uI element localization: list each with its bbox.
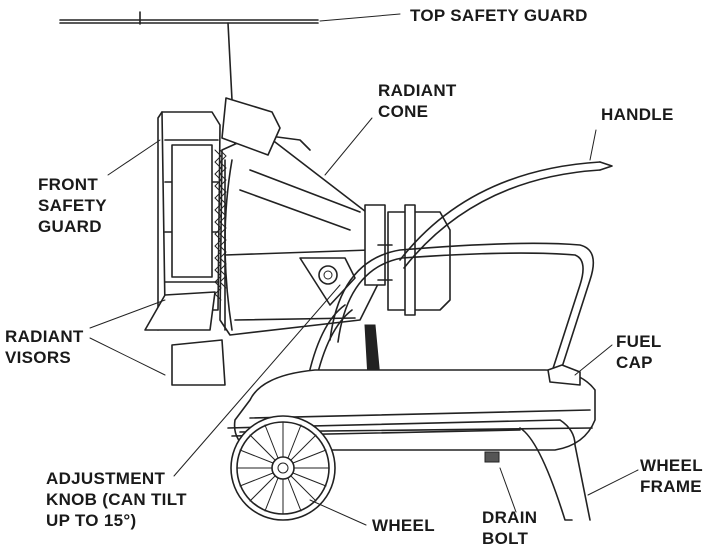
label-adjustment-knob-line3: UP TO 15°) [46,511,137,530]
label-wheel-text: WHEEL [372,516,435,535]
label-top-safety-guard-text: TOP SAFETY GUARD [410,6,588,25]
label-front-safety-guard-line3: GUARD [38,217,102,236]
label-radiant-visors: RADIANT VISORS [5,326,84,368]
label-radiant-cone: RADIANT CONE [378,80,457,122]
label-handle-text: HANDLE [601,105,674,124]
flame-coil [214,149,227,301]
label-fuel-cap: FUEL CAP [616,331,662,373]
adjustment-knob [299,257,356,306]
label-front-safety-guard-line2: SAFETY [38,196,107,215]
label-wheel-frame-line2: FRAME [640,477,702,496]
label-drain-bolt-line1: DRAIN [482,508,538,527]
label-adjustment-knob-line2: KNOB (CAN TILT [46,490,187,509]
label-adjustment-knob: ADJUSTMENT KNOB (CAN TILT UP TO 15°) [46,468,187,531]
label-radiant-cone-line1: RADIANT [378,81,457,100]
label-radiant-cone-line2: CONE [378,102,429,121]
label-radiant-visors-line2: VISORS [5,348,72,367]
label-wheel: WHEEL [372,515,435,536]
label-wheel-frame-line1: WHEEL [640,456,703,475]
label-top-safety-guard: TOP SAFETY GUARD [410,5,588,26]
label-drain-bolt: DRAIN BOLT [482,507,537,549]
handle [299,161,613,431]
label-fuel-cap-line1: FUEL [616,332,662,351]
fuel-cap-shape [547,364,581,386]
label-radiant-visors-line1: RADIANT [5,327,84,346]
drain-bolt-shape [484,451,500,463]
radiant-cone [219,97,386,336]
wheel [230,415,336,521]
leader-lines [89,13,639,526]
label-front-safety-guard-line1: FRONT [38,175,99,194]
label-wheel-frame: WHEEL FRAME [640,455,703,497]
label-drain-bolt-line2: BOLT [482,529,529,548]
label-handle: HANDLE [601,104,674,125]
label-fuel-cap-line2: CAP [616,353,653,372]
radiant-visors [144,291,226,386]
label-front-safety-guard: FRONT SAFETY GUARD [38,174,107,237]
label-adjustment-knob-line1: ADJUSTMENT [46,469,166,488]
